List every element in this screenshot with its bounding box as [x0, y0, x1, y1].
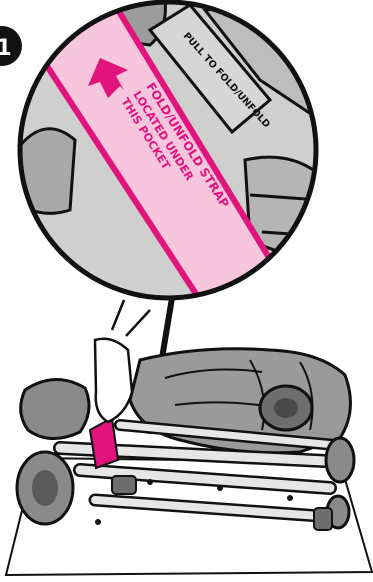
step-number: 1 — [0, 36, 12, 61]
step-badge: 1 — [0, 26, 22, 66]
magnified-callout: PULL TO FOLD/UNFOLD FOLD/UNFOLD STRAP LO… — [0, 0, 373, 300]
